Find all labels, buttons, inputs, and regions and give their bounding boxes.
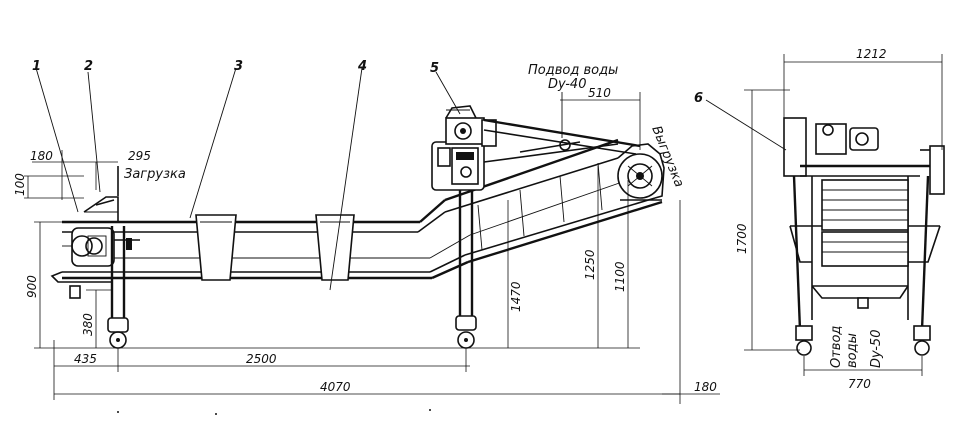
dim-180-top: 180 [30, 149, 53, 163]
position-5: 5 [430, 61, 439, 76]
dimension-lines [24, 92, 720, 404]
dim-1700: 1700 [735, 223, 749, 254]
dim-4070: 4070 [320, 380, 351, 394]
head-drum [617, 143, 665, 201]
label-water-out-1: Отвод [829, 326, 844, 368]
label-water-out-3: Dy-50 [869, 330, 884, 368]
label-water-out-2: воды [845, 333, 860, 368]
drain-left [50, 271, 112, 299]
position-2: 2 [84, 59, 93, 74]
leader-lines [35, 67, 563, 291]
label-loading: Загрузка [124, 167, 186, 182]
dim-770: 770 [848, 377, 871, 391]
dim-295: 295 [128, 149, 151, 163]
support-leg-middle [455, 190, 477, 349]
dim-900: 900 [25, 275, 39, 298]
dim-510: 510 [588, 86, 611, 100]
trough-horizontal [62, 220, 432, 280]
label-water-in-1: Подвод воды [528, 63, 618, 78]
end-dimensions [744, 54, 943, 376]
dim-1212: 1212 [856, 47, 887, 61]
drive-motor [431, 105, 497, 191]
tension-drum [62, 227, 140, 267]
loading-hopper [83, 166, 119, 222]
dim-1250: 1250 [583, 249, 597, 280]
dim-1100: 1100 [613, 261, 627, 292]
position-4: 4 [357, 59, 367, 74]
collar-4 [315, 214, 355, 281]
end-wheels [795, 325, 931, 356]
support-leg-left [107, 226, 129, 349]
dim-2500: 2500 [246, 352, 277, 366]
dim-100: 100 [13, 173, 27, 196]
position-6: 6 [694, 91, 703, 106]
dim-1470: 1470 [509, 281, 523, 312]
dim-380: 380 [81, 313, 95, 336]
label-water-in-2: Dy-40 [548, 77, 586, 92]
end-motor [815, 123, 945, 195]
end-drum [821, 179, 909, 267]
end-view: 6 1212 1700 770 Отвод воды Dy-50 [694, 47, 945, 391]
dim-180-right: 180 [694, 380, 717, 394]
collar-3 [195, 214, 237, 281]
position-1: 1 [32, 59, 41, 74]
side-view: 1 2 3 4 5 Загрузка Подвод воды Dy-40 Выг… [13, 59, 720, 404]
position-3: 3 [234, 59, 243, 74]
dim-435: 435 [74, 352, 97, 366]
